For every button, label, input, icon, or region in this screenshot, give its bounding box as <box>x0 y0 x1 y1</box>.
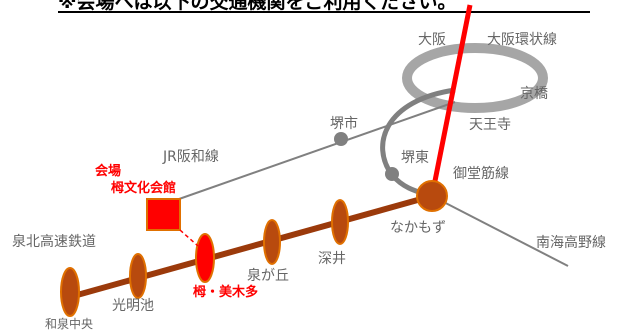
komyoike-label: 光明池 <box>112 298 154 314</box>
midosuji-line <box>429 4 473 197</box>
hanwa-curve-line <box>380 87 456 199</box>
toga-mikita-label: 栂・美木多 <box>193 284 258 300</box>
jr-hanwa-label: JR阪和線 <box>162 149 219 165</box>
tennoji-label: 天王寺 <box>469 117 511 133</box>
venue-connector <box>179 229 199 247</box>
toga-mikita-station <box>195 233 215 283</box>
osaka-loop-label: 大阪環状線 <box>487 32 557 48</box>
izumigaoka-station <box>263 219 281 265</box>
page-title: ※会場へは以下の交通機関をご利用ください。 <box>58 0 456 13</box>
izumi-chuo-label: 和泉中央 <box>45 316 93 331</box>
izumi-chuo-station <box>60 267 80 317</box>
sakaishi-label: 堺市 <box>330 115 358 132</box>
nankai-koya-line <box>431 195 569 267</box>
osaka-station-label: 大阪 <box>418 32 446 48</box>
osaka-loop-line <box>402 43 548 113</box>
nakamozu-station <box>416 180 448 212</box>
fukai-station <box>331 199 349 245</box>
sakaishi-station-dot <box>334 132 348 146</box>
sakaihigashi-label: 堺東 <box>401 150 429 166</box>
sakaihigashi-station-dot <box>385 167 399 181</box>
midosuji-label: 御堂筋線 <box>453 165 509 182</box>
venue-label-1: 会場 <box>95 163 121 179</box>
jr-hanwa-line <box>161 101 456 206</box>
kyobashi-label: 京橋 <box>520 86 548 102</box>
nankai-koya-label: 南海高野線 <box>536 234 606 251</box>
semboku-label: 泉北高速鉄道 <box>12 233 96 250</box>
komyoike-station <box>129 253 147 299</box>
izumigaoka-label: 泉が丘 <box>247 267 289 284</box>
venue-label-2: 栂文化会館 <box>111 180 176 196</box>
venue-marker <box>146 198 181 231</box>
nakamozu-label: なかもず <box>390 220 446 236</box>
fukai-label: 深井 <box>318 251 346 267</box>
